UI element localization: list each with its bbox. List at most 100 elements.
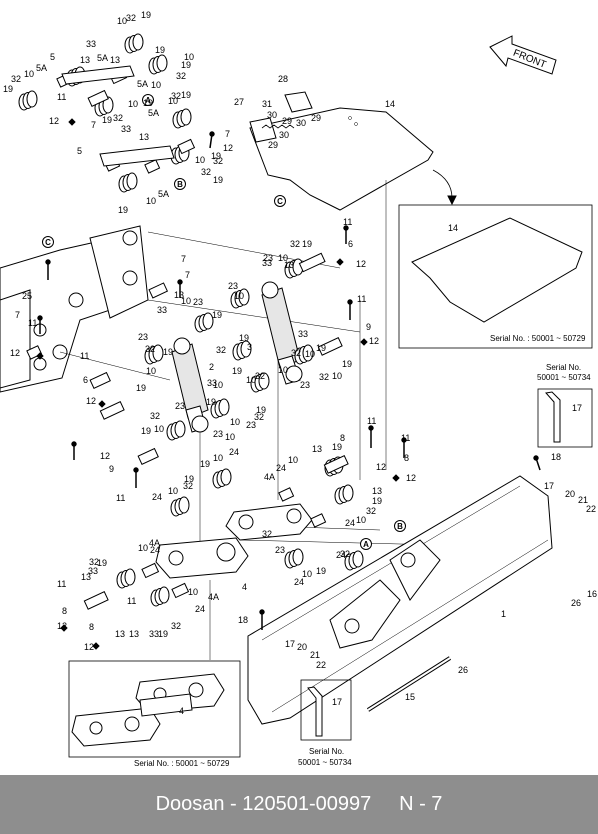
part-number-label: 19 (102, 115, 112, 125)
part-number-label: 1 (501, 609, 506, 619)
part-number-label: 23 (213, 429, 223, 439)
part-number-label: 24 (150, 545, 160, 555)
part-number-label: 10 (181, 296, 191, 306)
part-number-label: 19 (141, 426, 151, 436)
part-number-label: 12 (49, 116, 59, 126)
part-number-label: 21 (578, 495, 588, 505)
part-number-label: 19 (342, 359, 352, 369)
bolt-head (71, 441, 77, 447)
part-number-label: 13 (129, 629, 139, 639)
part-number-label: 12 (376, 462, 386, 472)
part-number-label: 20 (297, 642, 307, 652)
part-number-label: 33 (88, 566, 98, 576)
front-direction-arrow: FRONT (489, 35, 557, 75)
part-number-label: 4 (242, 582, 247, 592)
part-number-label: 11 (57, 579, 66, 589)
part-number-label: 10 (117, 16, 127, 26)
nut (60, 624, 68, 632)
part-number-label: 32 (171, 621, 181, 631)
part-number-label: 10 (302, 569, 312, 579)
part-number-label: 14 (448, 223, 458, 233)
part-number-label: 33 (86, 39, 96, 49)
part-number-label: 10 (184, 52, 194, 62)
part-number-label: 9 (109, 464, 114, 474)
part-number-label: 12 (406, 473, 416, 483)
bolt-head (533, 455, 539, 461)
section-marker-label: B (397, 522, 403, 531)
part-number-label: 32 (126, 13, 136, 23)
serial-label: 50001 ~ 50734 (298, 758, 352, 767)
part-number-label: 29 (282, 116, 292, 126)
spring-washer (26, 90, 38, 108)
part-number-label: 10 (168, 486, 178, 496)
part-number-label: 4A (149, 538, 160, 548)
part-number-label: 10 (138, 543, 148, 553)
part-number-label: 33 (149, 629, 159, 639)
nut (68, 118, 76, 126)
bushing-pin (99, 401, 125, 420)
part-number-label: 20 (565, 489, 575, 499)
part-number-label: 8 (89, 622, 94, 632)
part-number-label: 4 (179, 706, 184, 716)
part-number-label: 19 (239, 333, 249, 343)
part-number-label: 10 (278, 365, 288, 375)
part-number-label: 32 (366, 506, 376, 516)
hydraulic-cylinder-2 (171, 337, 209, 433)
part-number-label: 32 (145, 344, 155, 354)
part-number-label: 24 (294, 577, 304, 587)
dozer-blade-1 (247, 475, 553, 725)
part-number-label: 23 (300, 380, 310, 390)
bolt-head (401, 437, 407, 443)
part-number-label: 10 (154, 424, 164, 434)
spring-washer (238, 288, 250, 306)
part-number-label: 12 (356, 259, 366, 269)
part-number-label: 11 (28, 318, 37, 328)
bolt-head (177, 279, 183, 285)
part-number-label: 30 (296, 118, 306, 128)
part-number-label: 23 (193, 297, 203, 307)
link-4-lower (155, 537, 249, 579)
part-number-label: 19 (200, 459, 210, 469)
part-number-label: 10 (146, 196, 156, 206)
part-number-label: 13 (312, 444, 322, 454)
part-number-label: 4A (264, 472, 275, 482)
part-number-label: 10 (24, 69, 34, 79)
part-number-label: 32 (291, 348, 301, 358)
hydraulic-cylinder-3 (261, 281, 303, 385)
part-number-label: 4A (208, 592, 219, 602)
bushing-pin (89, 371, 111, 389)
part-number-label: 19 (155, 45, 165, 55)
spring-washer (174, 420, 186, 438)
section-marker-circle (274, 195, 286, 207)
bushing-pin (83, 591, 109, 610)
part-number-label: 32 (176, 71, 186, 81)
part-number-label: 32 (11, 74, 21, 84)
part-number-label: 23 (175, 401, 185, 411)
part-number-label: 7 (181, 254, 186, 264)
part-number-label: 28 (278, 74, 288, 84)
part-number-label: 13 (110, 55, 120, 65)
spring-washer (240, 340, 252, 358)
serial-label: Serial No. : 50001 ~ 50729 (134, 759, 230, 768)
part-number-label: 10 (195, 155, 205, 165)
spring-washer (126, 172, 138, 190)
spring-washer (158, 586, 170, 604)
part-number-label: 19 (184, 474, 194, 484)
part-number-label: 30 (279, 130, 289, 140)
bolt-head (37, 315, 43, 321)
part-number-label: 22 (586, 504, 596, 514)
part-number-label: 12 (57, 621, 67, 631)
part-number-label: 19 (213, 175, 223, 185)
part-number-label: 6 (83, 375, 88, 385)
part-number-label: 10 (151, 80, 161, 90)
bushing-pin (278, 487, 295, 502)
part-number-label: 5 (77, 146, 82, 156)
part-number-label: 12 (369, 336, 379, 346)
part-number-label: 19 (136, 383, 146, 393)
nut (392, 474, 400, 482)
part-number-label: 19 (141, 10, 151, 20)
section-marker-circle (174, 178, 186, 190)
bolt-head (368, 425, 374, 431)
spring-washer (202, 312, 214, 330)
bracket-28 (284, 91, 313, 113)
